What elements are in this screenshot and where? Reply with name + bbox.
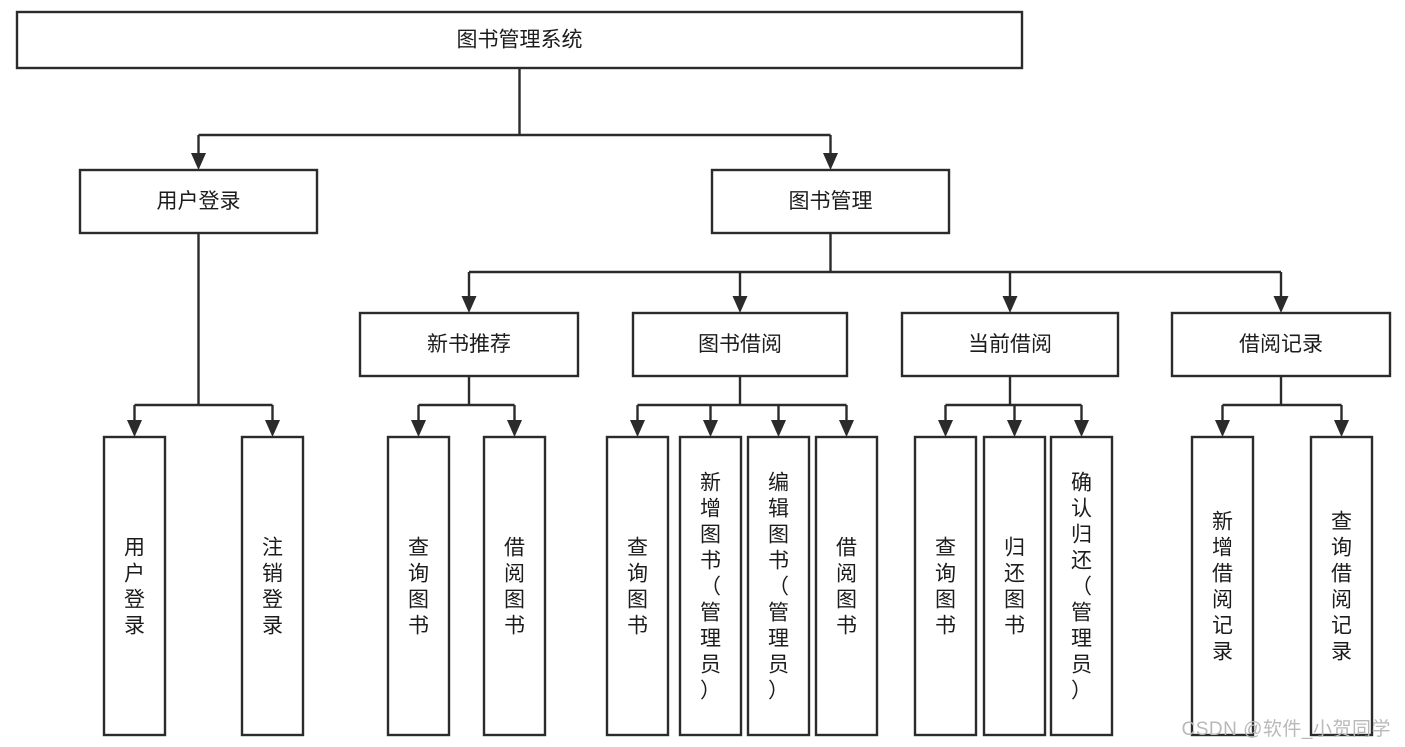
node-label: 编辑图书（管理员） bbox=[768, 471, 789, 702]
node-new-book-recommend[interactable]: 新书推荐 bbox=[358, 311, 580, 378]
node-leaf-return-book[interactable]: 归还图书 bbox=[982, 435, 1047, 737]
node-label: 新增图书（管理员） bbox=[700, 471, 721, 702]
node-leaf-add-book[interactable]: 新增图书（管理员） bbox=[678, 435, 743, 737]
node-label: 借阅图书 bbox=[836, 536, 857, 637]
node-borrow-record[interactable]: 借阅记录 bbox=[1170, 311, 1392, 378]
node-leaf-logout-login[interactable]: 注销登录 bbox=[240, 435, 305, 737]
node-label: 查询借阅记录 bbox=[1331, 510, 1352, 663]
node-leaf-borrow-book-1[interactable]: 借阅图书 bbox=[482, 435, 547, 737]
node-label: 查询图书 bbox=[408, 536, 429, 637]
node-user-login[interactable]: 用户登录 bbox=[78, 168, 319, 235]
node-label: 新增借阅记录 bbox=[1212, 510, 1233, 663]
node-label: 图书管理 bbox=[789, 190, 873, 213]
node-book-manage[interactable]: 图书管理 bbox=[710, 168, 951, 235]
node-leaf-borrow-book-2[interactable]: 借阅图书 bbox=[814, 435, 879, 737]
node-label: 查询图书 bbox=[627, 536, 648, 637]
edges-layer bbox=[127, 68, 1349, 437]
node-root[interactable]: 图书管理系统 bbox=[15, 10, 1024, 70]
conn-userlogin-to-leaves bbox=[127, 233, 280, 437]
node-label: 用户登录 bbox=[124, 536, 145, 637]
conn-bookborrow-to-leaves bbox=[630, 376, 854, 437]
node-label: 确认归还（管理员） bbox=[1071, 471, 1092, 702]
node-leaf-edit-book[interactable]: 编辑图书（管理员） bbox=[746, 435, 811, 737]
node-leaf-confirm-return[interactable]: 确认归还（管理员） bbox=[1049, 435, 1114, 737]
node-current-borrow[interactable]: 当前借阅 bbox=[900, 311, 1120, 378]
node-leaf-query-book-3[interactable]: 查询图书 bbox=[913, 435, 978, 737]
node-leaf-query-record[interactable]: 查询借阅记录 bbox=[1309, 435, 1374, 737]
node-book-borrow[interactable]: 图书借阅 bbox=[631, 311, 849, 378]
conn-borrowrecord-to-leaves bbox=[1215, 376, 1349, 437]
node-label: 图书管理系统 bbox=[457, 29, 583, 52]
node-label: 图书借阅 bbox=[698, 333, 782, 356]
node-label: 借阅图书 bbox=[504, 536, 525, 637]
node-label: 用户登录 bbox=[157, 190, 241, 213]
conn-root-to-level1 bbox=[191, 68, 838, 170]
node-label: 注销登录 bbox=[262, 536, 283, 637]
nodes-layer: 图书管理系统用户登录图书管理新书推荐图书借阅当前借阅借阅记录用户登录注销登录查询… bbox=[15, 10, 1392, 737]
conn-currentborrow-to-leaves bbox=[938, 376, 1089, 437]
node-leaf-query-book-1[interactable]: 查询图书 bbox=[386, 435, 451, 737]
node-leaf-add-record[interactable]: 新增借阅记录 bbox=[1190, 435, 1255, 737]
node-leaf-user-login[interactable]: 用户登录 bbox=[102, 435, 167, 737]
conn-bookmanage-to-level2 bbox=[461, 233, 1289, 313]
node-label: 借阅记录 bbox=[1239, 333, 1323, 356]
node-label: 当前借阅 bbox=[968, 333, 1052, 356]
node-leaf-query-book-2[interactable]: 查询图书 bbox=[605, 435, 670, 737]
conn-newbook-to-leaves bbox=[411, 376, 522, 437]
node-label: 查询图书 bbox=[935, 536, 956, 637]
node-label: 新书推荐 bbox=[427, 333, 511, 356]
node-label: 归还图书 bbox=[1004, 536, 1025, 637]
